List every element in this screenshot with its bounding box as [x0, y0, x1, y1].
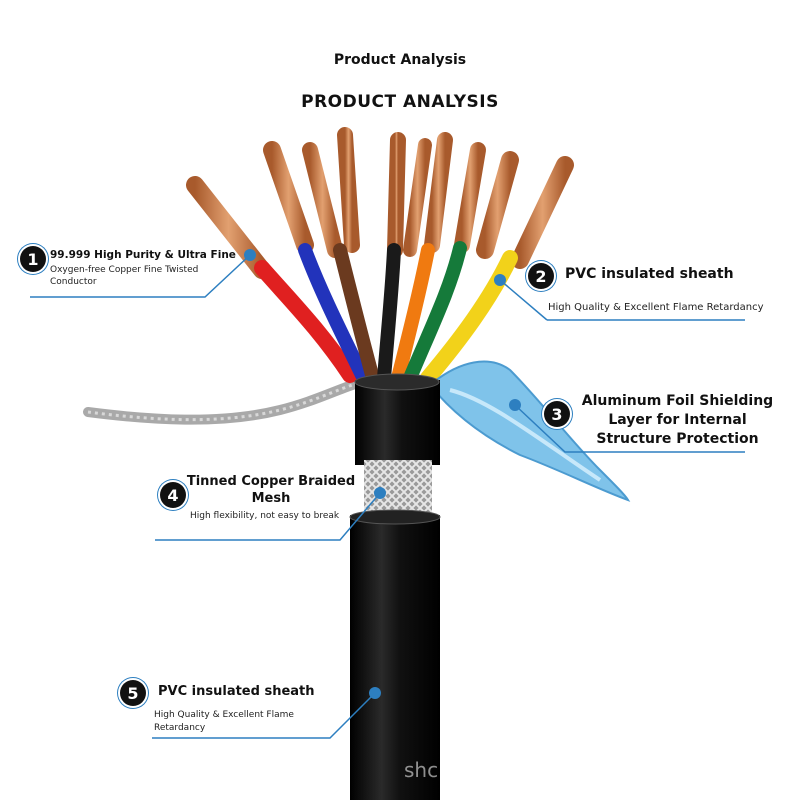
watermark: shc [404, 758, 439, 782]
small-title: Product Analysis [333, 52, 467, 68]
callout-4-title: Tinned Copper Braided Mesh [186, 474, 356, 506]
leader-dots [244, 249, 521, 699]
callout-4-desc: High flexibility, not easy to break [190, 511, 340, 521]
callout-2-desc: High Quality & Excellent Flame Retardanc… [548, 302, 764, 313]
callout-5-badge: 5 [120, 680, 146, 706]
callout-5-desc: High Quality & Excellent Flame Retardanc… [154, 710, 294, 733]
leader-lines [30, 254, 745, 739]
sheath-bottom [350, 515, 440, 800]
callout-4-badge: 4 [160, 482, 186, 508]
callout-3-badge: 3 [544, 401, 570, 427]
callout-1-desc: Oxygen-free Copper Fine Twisted Conducto… [50, 265, 199, 287]
callout-2-badge: 2 [528, 263, 554, 289]
drain-strand [83, 375, 375, 425]
callout-3-title: Aluminum Foil Shielding Layer for Intern… [581, 393, 774, 447]
sheath-top [355, 380, 440, 465]
insulated-wires [254, 241, 518, 386]
callout-2-title: PVC insulated sheath [565, 266, 734, 282]
callout-1-badge: 1 [20, 246, 46, 272]
main-title: PRODUCT ANALYSIS [301, 92, 499, 112]
callout-5-title: PVC insulated sheath [158, 684, 315, 699]
callout-1-title: 99.999 High Purity & Ultra Fine [50, 249, 236, 261]
